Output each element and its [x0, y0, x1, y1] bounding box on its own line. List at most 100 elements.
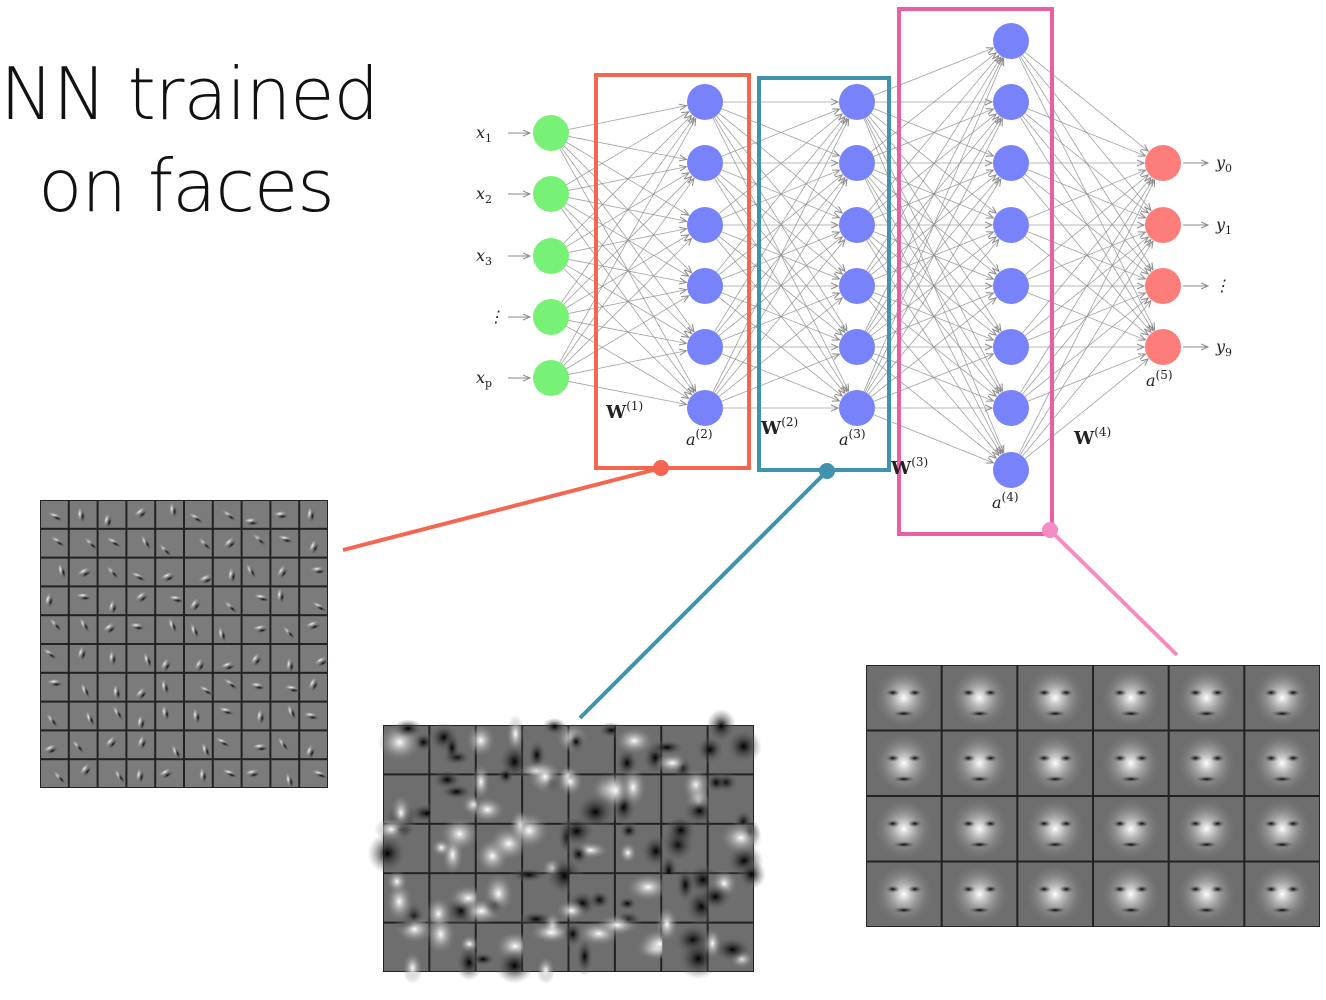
filter-cell: [942, 731, 1017, 795]
filter-cell: [41, 760, 68, 787]
filter-cell: [470, 764, 522, 823]
layer2-node: [687, 329, 723, 365]
filter-cell: [156, 501, 183, 528]
filter-cell: [271, 702, 299, 730]
layer4-node: [993, 145, 1029, 181]
filter-cell: [556, 721, 625, 774]
filter-cell: [1169, 797, 1244, 861]
filter-cell: [426, 914, 484, 981]
filter-cell: [127, 501, 155, 528]
filter-cell: [98, 673, 126, 701]
filter-cell: [300, 760, 328, 787]
filter-cell: [41, 587, 68, 615]
filter-cell: [156, 673, 183, 701]
filter-cell: [1094, 666, 1168, 730]
output-node: [1145, 207, 1181, 243]
layer4-node: [993, 268, 1029, 304]
filter-cell: [185, 616, 212, 643]
filter-cell: [69, 702, 97, 730]
edge: [870, 298, 996, 398]
filter-cell: [1018, 731, 1092, 795]
edge: [714, 179, 846, 393]
filter-cell: [271, 529, 299, 557]
input-label: xp: [476, 368, 492, 390]
filter-cell: [213, 558, 241, 586]
filter-cell: [213, 702, 241, 730]
filter-cell: [127, 529, 155, 557]
filter-cell: [300, 587, 328, 615]
filter-cell: [1169, 731, 1244, 795]
filter-cell: [127, 673, 155, 701]
filter-cell: [98, 760, 126, 787]
filter-cell: [271, 760, 299, 789]
filter-cell: [69, 644, 97, 672]
layer3-node: [839, 268, 875, 304]
filter-cell: [127, 616, 155, 643]
filter-cell: [69, 760, 97, 787]
filter-cell: [430, 769, 486, 823]
edge: [563, 238, 692, 366]
edge: [1024, 51, 1148, 151]
output-node: [1145, 268, 1181, 304]
filter-cell: [367, 817, 429, 875]
filter-cell: [867, 862, 941, 926]
filter-cell: [41, 558, 68, 586]
output-label: y9: [1215, 337, 1232, 359]
edge: [568, 167, 687, 191]
edge: [866, 178, 1001, 392]
edge: [718, 114, 842, 214]
filter-cell: [156, 587, 185, 615]
filter-cell: [242, 702, 270, 730]
filter-cell: [1018, 862, 1092, 926]
edge: [721, 354, 840, 402]
filter-cell: [242, 616, 270, 643]
edge: [870, 173, 996, 274]
layer3-label: a(3): [839, 427, 866, 449]
layer3-node: [839, 145, 875, 181]
filter-cell: [41, 616, 68, 643]
filter-cell: [41, 529, 68, 557]
layer2-connector-dot: [653, 460, 669, 476]
edge-filters-image: [40, 500, 330, 789]
output-label: y0: [1215, 153, 1232, 175]
slide-title: NN trained on faces: [0, 48, 379, 232]
filter-cell: [156, 558, 183, 586]
filter-cell: [242, 587, 271, 615]
filter-cell: [185, 529, 212, 557]
filter-cell: [523, 911, 574, 985]
edge: [563, 206, 692, 334]
edge: [873, 48, 994, 96]
edge: [864, 119, 1002, 393]
filter-cell: [242, 645, 270, 672]
filter-cell: [127, 760, 155, 787]
edge: [866, 57, 1001, 271]
layer2-connector: [342, 466, 662, 552]
input-node: [533, 360, 569, 396]
layer3-node: [839, 84, 875, 120]
filter-cell: [213, 616, 241, 643]
edge: [1022, 178, 1150, 334]
filter-cell: [185, 731, 212, 759]
filter-cell: [556, 874, 614, 922]
weight-w2-label: W(2): [760, 415, 798, 439]
filter-cell: [430, 816, 479, 875]
filter-cell: [185, 645, 212, 673]
filter-cell: [185, 760, 212, 787]
edge: [1024, 298, 1148, 398]
edge: [1020, 179, 1152, 393]
filter-cell: [300, 529, 327, 557]
filter-cell: [185, 558, 214, 586]
edge: [716, 117, 844, 273]
filter-cell: [271, 731, 299, 759]
layer4-node: [993, 390, 1029, 426]
filter-cell: [1245, 731, 1319, 795]
filter-cell: [156, 616, 183, 643]
filter-cell: [69, 673, 97, 701]
edge: [873, 414, 994, 463]
weight-w3-label: W(3): [890, 455, 928, 479]
filter-cell: [428, 722, 475, 774]
layer2-node: [687, 390, 723, 426]
edge: [566, 296, 688, 370]
filter-cell: [41, 673, 68, 701]
filter-cell: [300, 645, 330, 672]
